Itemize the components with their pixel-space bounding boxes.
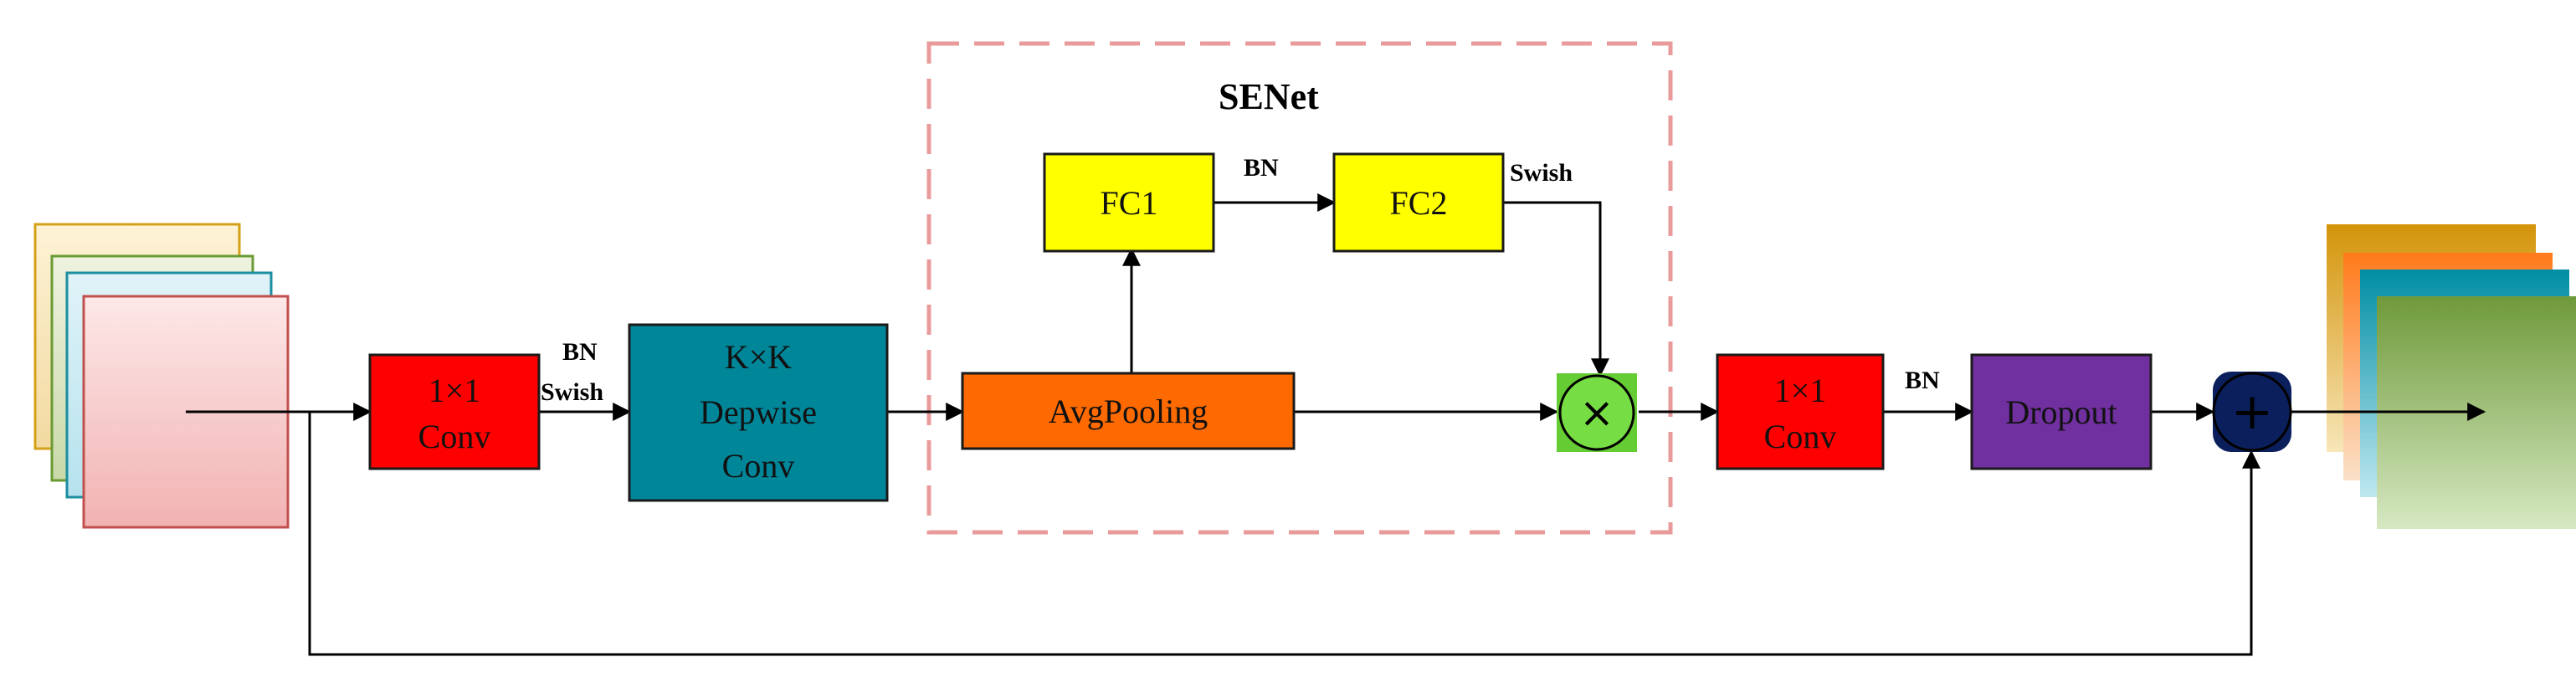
conv1-box	[368, 353, 541, 470]
connectors	[186, 193, 2486, 656]
add-circle	[2212, 372, 2292, 452]
multiply-circle	[1558, 374, 1635, 451]
swish-label-after-fc2: Swish	[1510, 159, 1573, 187]
input-feature-maps	[33, 223, 290, 529]
add-node: +	[2212, 372, 2292, 452]
conv1-line2: Conv	[418, 418, 491, 455]
swish-label-after-conv1: Swish	[541, 378, 603, 406]
conv1-line1: 1×1	[428, 372, 481, 409]
fc2-box	[1332, 152, 1505, 253]
add-symbol: +	[2231, 382, 2273, 441]
conv2-box	[1716, 353, 1885, 470]
bn-label-between-fc: BN	[1244, 154, 1279, 182]
senet-region	[926, 41, 1673, 535]
avgpool-box	[961, 372, 1296, 450]
dropout-box	[1970, 353, 2153, 470]
avgpool-block: AvgPooling	[961, 372, 1296, 450]
fc2-block: FC2	[1332, 152, 1505, 253]
avgpool-label: AvgPooling	[1049, 393, 1208, 430]
fc2-to-multiply-arrow	[1503, 201, 1609, 377]
conv1-block: 1×1 Conv	[368, 353, 541, 470]
depwise-box	[628, 323, 889, 502]
fc1-label: FC1	[1101, 184, 1158, 222]
bn-label-after-conv1: BN	[562, 338, 598, 366]
depwise-line1: K×K	[725, 338, 792, 376]
conv2-block: 1×1 Conv	[1716, 353, 1885, 470]
multiply-node: ×	[1557, 373, 1637, 452]
dropout-label: Dropout	[2005, 393, 2117, 431]
residual-skip-arrow	[308, 412, 2260, 656]
output-feature-maps	[2327, 224, 2576, 529]
senet-title: SENet	[1219, 76, 1319, 117]
conv2-line1: 1×1	[1774, 372, 1827, 409]
dropout-block: Dropout	[1970, 353, 2153, 470]
depwise-line2: Depwise	[700, 393, 817, 431]
conv2-line2: Conv	[1764, 418, 1837, 455]
depwise-line3: Conv	[722, 447, 795, 485]
fc2-label: FC2	[1390, 184, 1448, 222]
fc1-box	[1043, 152, 1215, 253]
fc1-block: FC1	[1043, 152, 1215, 253]
multiply-symbol: ×	[1579, 388, 1614, 437]
bn-label-after-conv2: BN	[1905, 367, 1940, 394]
depwise-conv-block: K×K Depwise Conv	[628, 323, 889, 502]
